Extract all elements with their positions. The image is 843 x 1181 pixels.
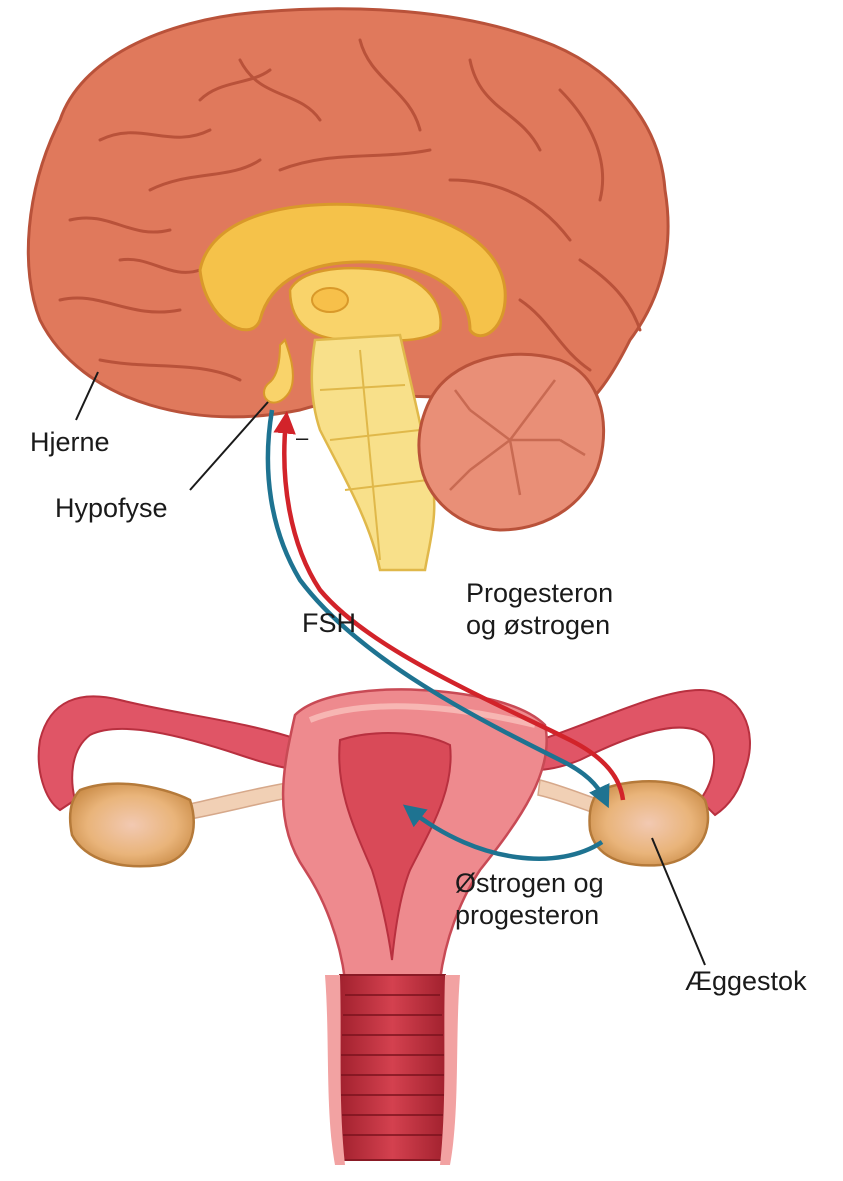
hormone-arrows: [265, 409, 626, 861]
vagina: [331, 974, 454, 1161]
feedback-hormones-label: Progesteron og østrogen: [466, 577, 613, 641]
feedback-arrow: [273, 411, 626, 801]
ovary-hormones-line-1: Østrogen og: [455, 868, 604, 898]
left-ovary: [68, 782, 195, 868]
thalamus-center: [311, 287, 349, 313]
ovary-leader-line: [651, 837, 706, 966]
feedback-hormones-line-1: Progesteron: [466, 578, 614, 608]
vagina-rugae: [341, 994, 444, 1136]
brainstem: [310, 333, 436, 572]
pituitary-leader-line: [189, 401, 269, 491]
vagina-left-wall: [325, 975, 345, 1165]
pituitary-gland: [263, 338, 294, 404]
vagina-right-wall: [440, 975, 460, 1165]
brainstem-lines: [319, 349, 429, 561]
uterus-cavity: [338, 732, 452, 961]
reproductive-organs: [37, 688, 751, 1165]
fsh-arrow: [265, 409, 610, 809]
right-ovary: [588, 780, 710, 867]
ovary-to-uterus-arrow: [402, 804, 604, 861]
brain-label: Hjerne: [30, 427, 110, 457]
ovary-hormones-line-2: progesteron: [455, 900, 600, 930]
left-fallopian-tube: [37, 695, 307, 812]
brain-folds: [58, 38, 642, 382]
uterus-fundus-highlight: [308, 703, 536, 728]
brain: [26, 7, 670, 572]
ovary-hormones-label: Østrogen og progesteron: [455, 867, 604, 931]
feedback-hormones-line-2: og østrogen: [466, 610, 611, 640]
corpus-callosum: [198, 202, 507, 338]
pituitary-label: Hypofyse: [55, 493, 168, 523]
leader-lines: [75, 371, 706, 966]
minus-sign: –: [296, 425, 309, 450]
fsh-label: FSH: [302, 608, 356, 638]
brain-leader-line: [75, 371, 99, 421]
cerebellum-branches: [449, 379, 586, 496]
thalamus: [288, 266, 442, 343]
right-fallopian-tube: [533, 688, 751, 817]
ovary-label: Æggestok: [685, 966, 807, 996]
